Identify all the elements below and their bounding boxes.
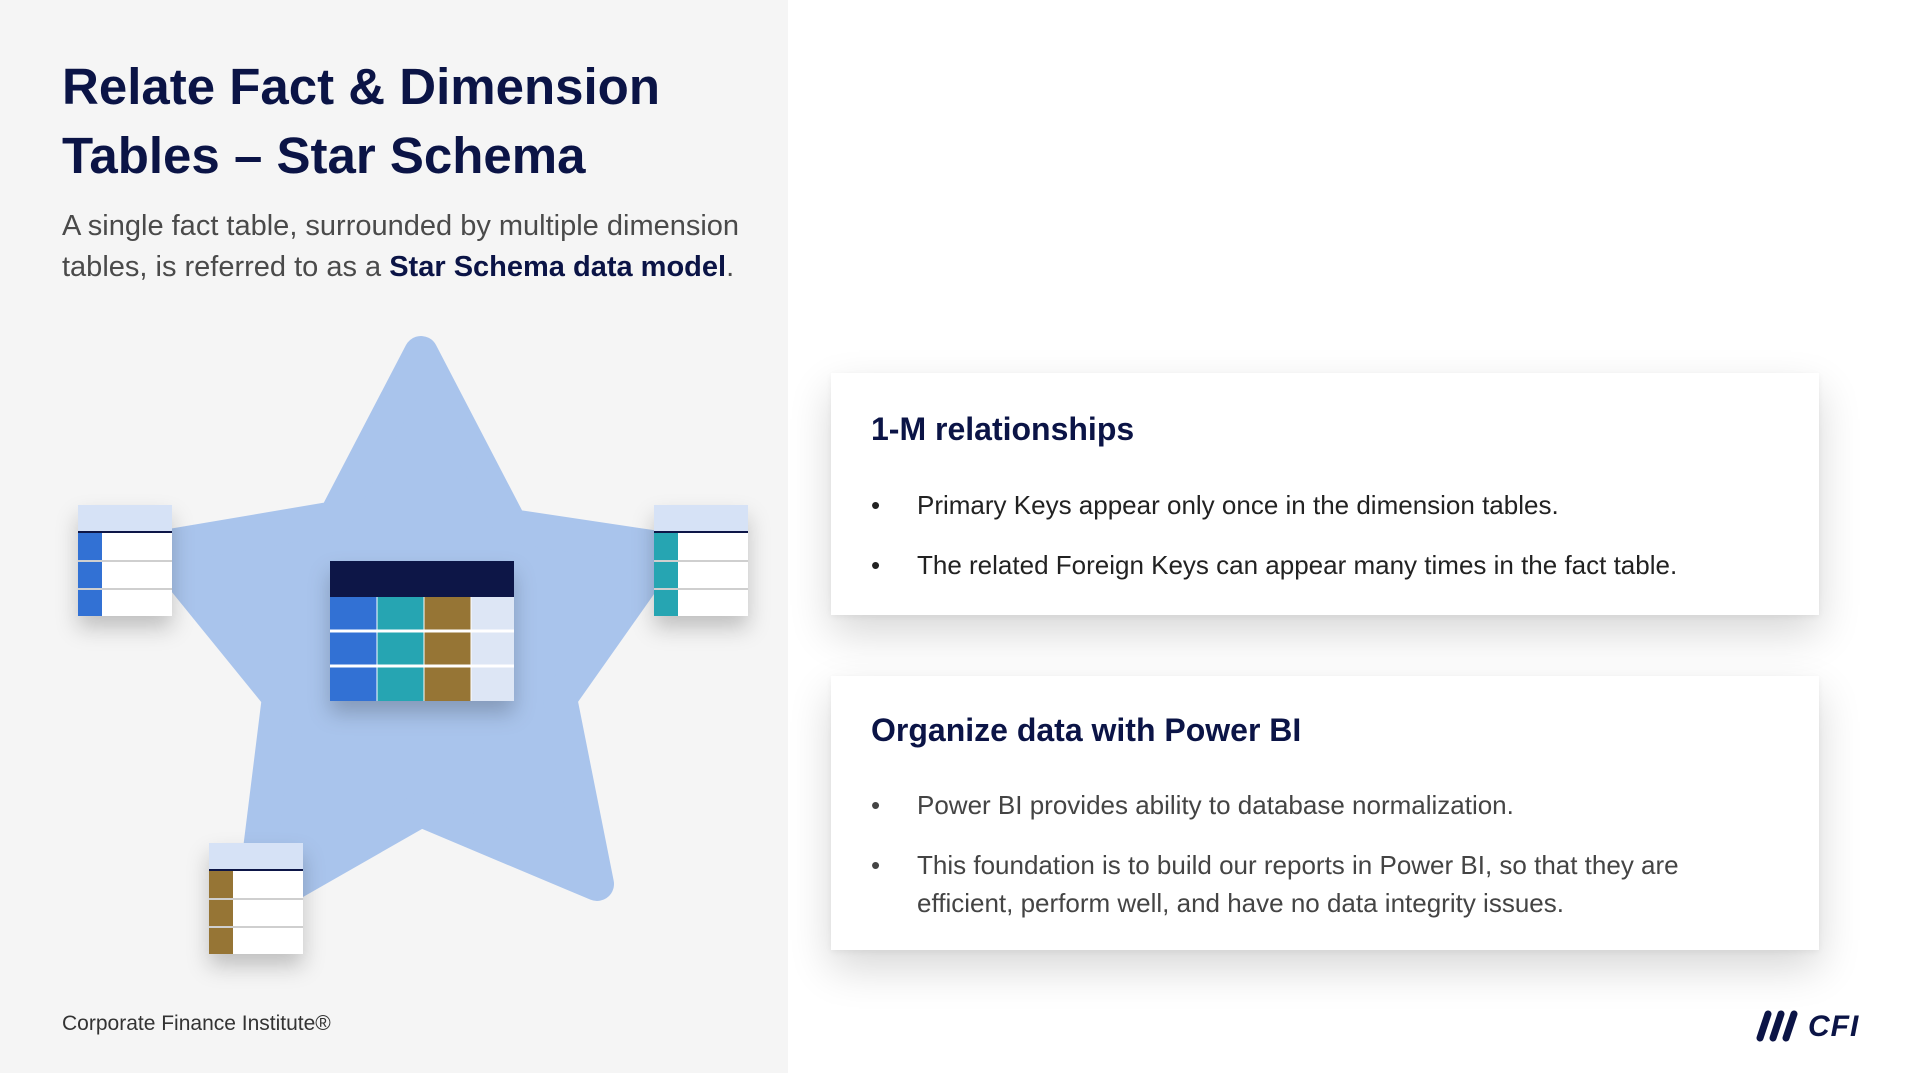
list-item: • Primary Keys appear only once in the di… [871, 486, 1779, 524]
bullet-list: • Primary Keys appear only once in the di… [871, 486, 1779, 584]
dimension-table-right [654, 505, 748, 616]
subtitle-end: . [726, 251, 735, 283]
dimension-table-bottom [209, 843, 303, 954]
list-item-text: The related Foreign Keys can appear many… [917, 550, 1678, 580]
bullet-glyph: • [871, 850, 881, 880]
fact-table [330, 561, 514, 701]
list-item: • The related Foreign Keys can appear man… [871, 546, 1779, 584]
bullet-glyph: • [871, 550, 881, 580]
list-item-text: This foundation is to build our reports … [917, 850, 1679, 918]
card-power-bi: Organize data with Power BI • Power BI pr… [831, 676, 1819, 950]
list-item-text: Primary Keys appear only once in the dim… [917, 490, 1559, 520]
bullet-list: • Power BI provides ability to database n… [871, 786, 1779, 922]
cfi-logo-text: CFI [1808, 1010, 1860, 1043]
bullet-glyph: • [871, 490, 881, 520]
slide-title: Relate Fact & Dimension Tables – Star Sc… [62, 58, 660, 184]
list-item-text: Power BI provides ability to database no… [917, 790, 1514, 820]
subtitle-bold: Star Schema data model [389, 251, 727, 283]
card-title: 1-M relationships [871, 411, 1135, 447]
list-item: • Power BI provides ability to database n… [871, 786, 1779, 824]
cfi-logo-icon [1756, 1010, 1798, 1042]
slide-subtitle: A single fact table, surrounded by multi… [62, 206, 742, 288]
bullet-glyph: • [871, 790, 881, 820]
footer-copyright: Corporate Finance Institute® [62, 1012, 331, 1035]
dimension-table-left [78, 505, 172, 616]
card-one-to-many: 1-M relationships • Primary Keys appear o… [831, 373, 1819, 615]
star-schema-illustration [78, 336, 748, 954]
subtitle-text: A single fact table, surrounded by multi… [62, 210, 740, 283]
list-item: • This foundation is to build our reports… [871, 846, 1779, 922]
card-title: Organize data with Power BI [871, 712, 1302, 748]
